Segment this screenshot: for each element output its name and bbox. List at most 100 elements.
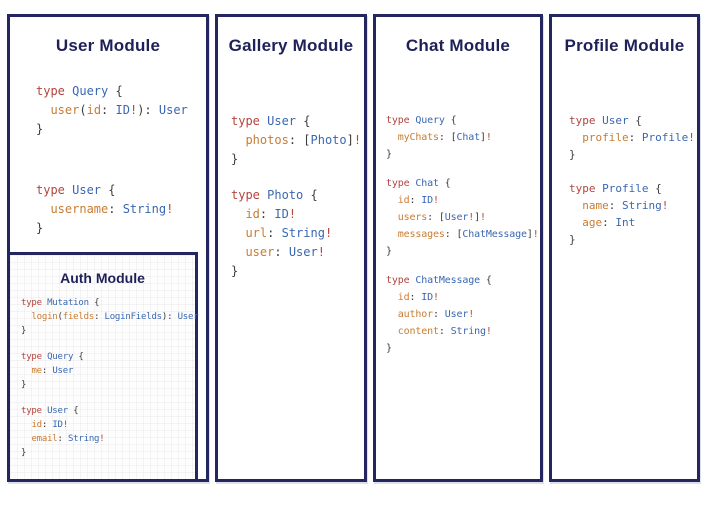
code-line: type ChatMessage { bbox=[386, 272, 540, 289]
code-token: : [ bbox=[427, 212, 445, 223]
code-token: : bbox=[438, 326, 451, 337]
code-token: Chat bbox=[415, 178, 445, 189]
code-block: type Query { myChats: [Chat]!} bbox=[386, 112, 540, 163]
code-token: } bbox=[21, 380, 27, 390]
code-token: : bbox=[94, 312, 105, 322]
code-token: profile bbox=[582, 131, 629, 144]
code-token: ! bbox=[485, 132, 492, 143]
code-token: ID bbox=[421, 195, 433, 206]
code-token: ChatMessage bbox=[415, 275, 486, 286]
code-token: User bbox=[158, 103, 188, 117]
code-line: } bbox=[231, 262, 364, 281]
code-token: type bbox=[21, 298, 48, 308]
code-token bbox=[569, 131, 582, 144]
code-token: username bbox=[50, 202, 109, 216]
code-token: : bbox=[101, 103, 116, 117]
code-line: me: User bbox=[21, 364, 195, 378]
code-token: ! bbox=[324, 226, 333, 240]
code-token: ! bbox=[468, 212, 475, 223]
code-token: ! bbox=[433, 292, 439, 303]
code-block: type Profile { name: String! age: Int} bbox=[569, 180, 697, 248]
code-token: Query bbox=[47, 352, 79, 362]
code-token bbox=[21, 312, 31, 322]
code-token: name bbox=[582, 199, 609, 212]
code-token: users bbox=[397, 212, 428, 223]
code-token: type bbox=[36, 183, 73, 197]
code-user-module: type Query { user(id: ID!): User}type Us… bbox=[10, 82, 206, 238]
code-line: } bbox=[569, 146, 697, 163]
code-token: messages bbox=[397, 229, 445, 240]
panel-title-user-module: User Module bbox=[55, 36, 161, 55]
code-block: type User { username: String!} bbox=[36, 181, 206, 238]
code-token: : [ bbox=[438, 132, 457, 143]
panel-chat-module: Chat Module type Query { myChats: [Chat]… bbox=[373, 14, 543, 482]
code-token: { bbox=[115, 84, 123, 98]
code-line: } bbox=[21, 324, 195, 338]
code-line: messages: [ChatMessage]! bbox=[386, 226, 540, 243]
code-token: : bbox=[602, 216, 616, 229]
code-token bbox=[386, 195, 398, 206]
code-token: { bbox=[485, 275, 492, 286]
code-token: type bbox=[569, 114, 603, 127]
code-line: content: String! bbox=[386, 323, 540, 340]
code-token: { bbox=[635, 114, 642, 127]
code-token: user bbox=[245, 245, 275, 259]
code-token: User bbox=[444, 212, 469, 223]
code-token: photos bbox=[245, 133, 289, 147]
code-token: { bbox=[73, 406, 79, 416]
panel-auth-module: Auth Module type Mutation { login(fields… bbox=[7, 252, 199, 482]
code-token: type bbox=[21, 406, 48, 416]
code-line: type Photo { bbox=[231, 186, 364, 205]
code-token: Chat bbox=[456, 132, 480, 143]
code-token: User bbox=[602, 114, 636, 127]
code-token: Photo bbox=[310, 133, 347, 147]
code-token: type bbox=[36, 84, 73, 98]
code-token: ! bbox=[288, 207, 297, 221]
code-token: ): bbox=[161, 312, 178, 322]
code-line: users: [User!]! bbox=[386, 209, 540, 226]
code-token bbox=[36, 103, 50, 117]
code-token: String bbox=[450, 326, 486, 337]
code-token: Int bbox=[615, 216, 636, 229]
code-token bbox=[21, 434, 31, 444]
code-token bbox=[386, 229, 398, 240]
code-line: type User { bbox=[569, 112, 697, 129]
code-line: url: String! bbox=[231, 224, 364, 243]
code-line: } bbox=[36, 120, 206, 139]
code-token: { bbox=[78, 352, 84, 362]
code-token: me bbox=[31, 366, 42, 376]
code-token bbox=[231, 245, 245, 259]
code-line: } bbox=[36, 219, 206, 238]
code-token: ChatMessage bbox=[462, 229, 527, 240]
code-line: type Query { bbox=[21, 350, 195, 364]
code-token: ! bbox=[317, 245, 325, 259]
code-token: type bbox=[231, 188, 268, 202]
panel-title-chat-module: Chat Module bbox=[405, 36, 511, 55]
code-token: } bbox=[21, 448, 27, 458]
code-token: } bbox=[231, 264, 239, 278]
code-token: : bbox=[432, 309, 445, 320]
code-token bbox=[231, 207, 245, 221]
code-token: : bbox=[41, 420, 53, 430]
code-token: { bbox=[655, 182, 662, 195]
code-token: } bbox=[21, 326, 27, 336]
code-line: id: ID! bbox=[386, 192, 540, 209]
code-token: : bbox=[108, 202, 123, 216]
code-line: type Chat { bbox=[386, 175, 540, 192]
code-token: type bbox=[21, 352, 48, 362]
code-token: type bbox=[386, 115, 416, 126]
code-token: : [ bbox=[444, 229, 463, 240]
code-token: id bbox=[245, 207, 260, 221]
code-token bbox=[36, 202, 50, 216]
code-token: User bbox=[47, 406, 74, 416]
code-token: User bbox=[177, 312, 199, 322]
code-line: type User { bbox=[231, 112, 364, 131]
code-line: type Profile { bbox=[569, 180, 697, 197]
code-line: type Query { bbox=[386, 112, 540, 129]
code-gallery-module: type User { photos: [Photo]!}type Photo … bbox=[218, 112, 364, 281]
code-token: content bbox=[397, 326, 439, 337]
panel-user-module: User Module type Query { user(id: ID!): … bbox=[7, 14, 209, 482]
code-token: ! bbox=[479, 212, 486, 223]
code-line: login(fields: LoginFields): User bbox=[21, 310, 198, 324]
code-token: : bbox=[409, 292, 422, 303]
